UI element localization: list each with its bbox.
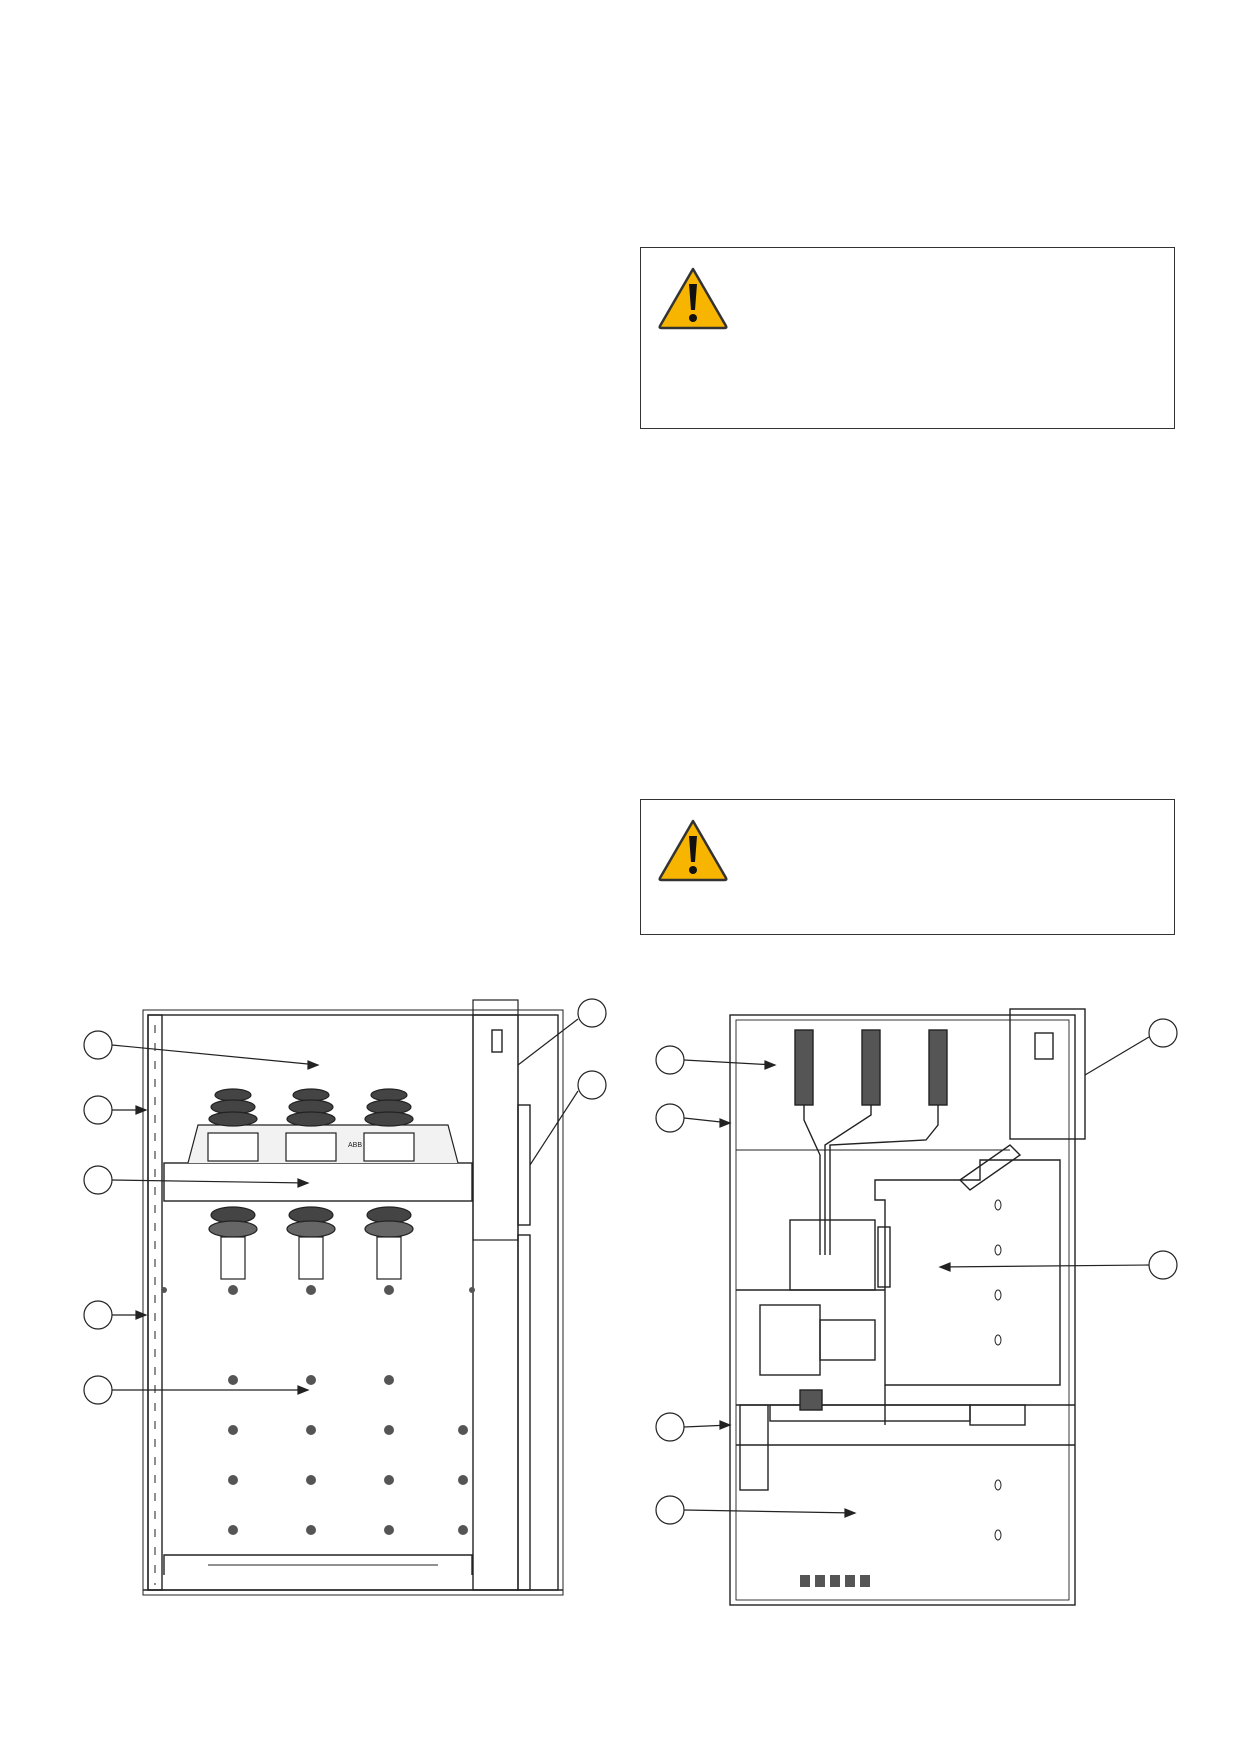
warning-notice-1: [640, 247, 1175, 429]
warning-triangle-icon: [657, 818, 729, 882]
warning-notice-2: [640, 799, 1175, 935]
switchgear-front-view-drawing: ABB: [78, 985, 618, 1610]
insulator-badge: ABB: [348, 1142, 362, 1149]
switchgear-side-view-drawing: [640, 995, 1180, 1610]
warning-triangle-icon: [657, 266, 729, 330]
